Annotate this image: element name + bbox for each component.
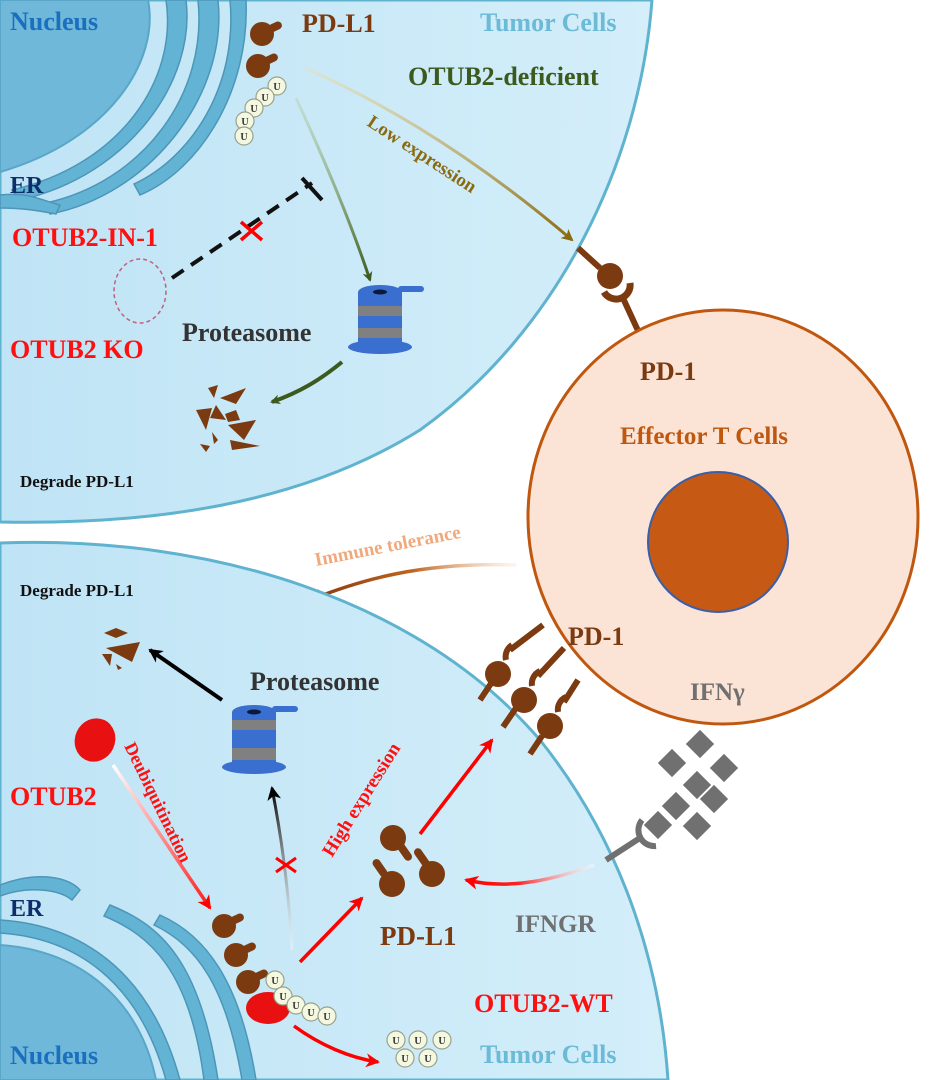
- bottom-pdl1-ubiquitinated: [212, 912, 337, 1026]
- otub2-protein: [74, 718, 116, 762]
- bottom-nucleus: [0, 943, 158, 1080]
- proteasome-to-fragments-arrow: [270, 360, 344, 405]
- top-nucleus: [0, 0, 151, 174]
- inhibition-t-bar: [300, 176, 324, 202]
- top-tumor-cell: Nucleus ER PD-L1 Tumor Cells OTUB2-defic…: [0, 0, 654, 524]
- inhibitor-label: OTUB2-IN-1: [12, 223, 158, 252]
- immune-tolerance-label: Immune tolerance: [313, 522, 463, 571]
- bottom-condition-label: OTUB2-WT: [474, 989, 613, 1018]
- high-expression-arrow-to-membrane: [418, 738, 494, 836]
- degradation-arrow-to-proteasome: [294, 97, 373, 282]
- ifng-cytokines: [643, 729, 739, 841]
- free-pdl1-pair: [372, 825, 445, 897]
- ifngr-receptor: [604, 818, 657, 863]
- proteasome-to-fragments-arrow-bottom: [148, 648, 224, 702]
- deubiquitination-arrow: [111, 764, 212, 910]
- top-er: [0, 0, 247, 215]
- top-proteasome-label: Proteasome: [182, 318, 311, 347]
- immune-tolerance-arrow: [308, 562, 517, 603]
- blocked-degradation-arrow: [267, 786, 294, 951]
- bottom-er-label: ER: [10, 896, 44, 922]
- top-nucleus-label: Nucleus: [10, 7, 98, 36]
- bottom-tumor-cell: ER Nucleus Degrade PD-L1 Proteasome OTUB…: [0, 540, 670, 1080]
- blocked-x-icon: [239, 220, 264, 242]
- ifngr-signal-arrow: [464, 863, 595, 890]
- ubiquitin-release-arrow: [292, 1024, 380, 1068]
- bottom-er: [0, 876, 257, 1080]
- top-pdl1-pd1-complex: [575, 245, 643, 337]
- otub2-label: OTUB2: [10, 782, 97, 811]
- bottom-proteasome-label: Proteasome: [250, 667, 379, 696]
- er-to-pdl1-arrow: [298, 896, 364, 964]
- bottom-pdl1-pd1-complexes: [477, 622, 581, 756]
- low-expression-arrow: [304, 66, 574, 242]
- t-cell-pd1-top-label: PD-1: [640, 357, 696, 386]
- bottom-degraded-pdl1-fragments: [102, 628, 140, 670]
- top-condition-label: OTUB2-deficient: [408, 62, 599, 91]
- top-proteasome-icon: [348, 285, 424, 354]
- top-pdl1-label: PD-L1: [302, 9, 376, 38]
- effector-t-cell: PD-1 Effector T Cells PD-1 IFNγ: [526, 308, 920, 726]
- t-cell-nucleus: [647, 471, 789, 613]
- bottom-degrade-label: Degrade PD-L1: [20, 581, 134, 600]
- ifngr-label: IFNGR: [515, 911, 597, 938]
- t-cell-pd1-bottom-label: PD-1: [568, 622, 624, 651]
- blocked-x-icon-bottom: [275, 856, 297, 874]
- top-er-label: ER: [10, 173, 44, 199]
- bottom-pdl1-label: PD-L1: [380, 921, 457, 951]
- top-degrade-label: Degrade PD-L1: [20, 472, 134, 491]
- t-cell-title: Effector T Cells: [620, 423, 788, 450]
- ifng-label: IFNγ: [690, 679, 745, 706]
- bottom-proteasome-icon: [222, 705, 298, 774]
- bottom-nucleus-label: Nucleus: [10, 1041, 98, 1070]
- knockout-label: OTUB2 KO: [10, 335, 144, 364]
- top-cell-type-label: Tumor Cells: [480, 8, 617, 37]
- top-degraded-pdl1-fragments: [196, 385, 260, 452]
- deleted-otub2-outline: [113, 258, 167, 324]
- inhibition-dashed-line: [170, 181, 314, 280]
- bottom-cell-type-label: Tumor Cells: [480, 1040, 617, 1069]
